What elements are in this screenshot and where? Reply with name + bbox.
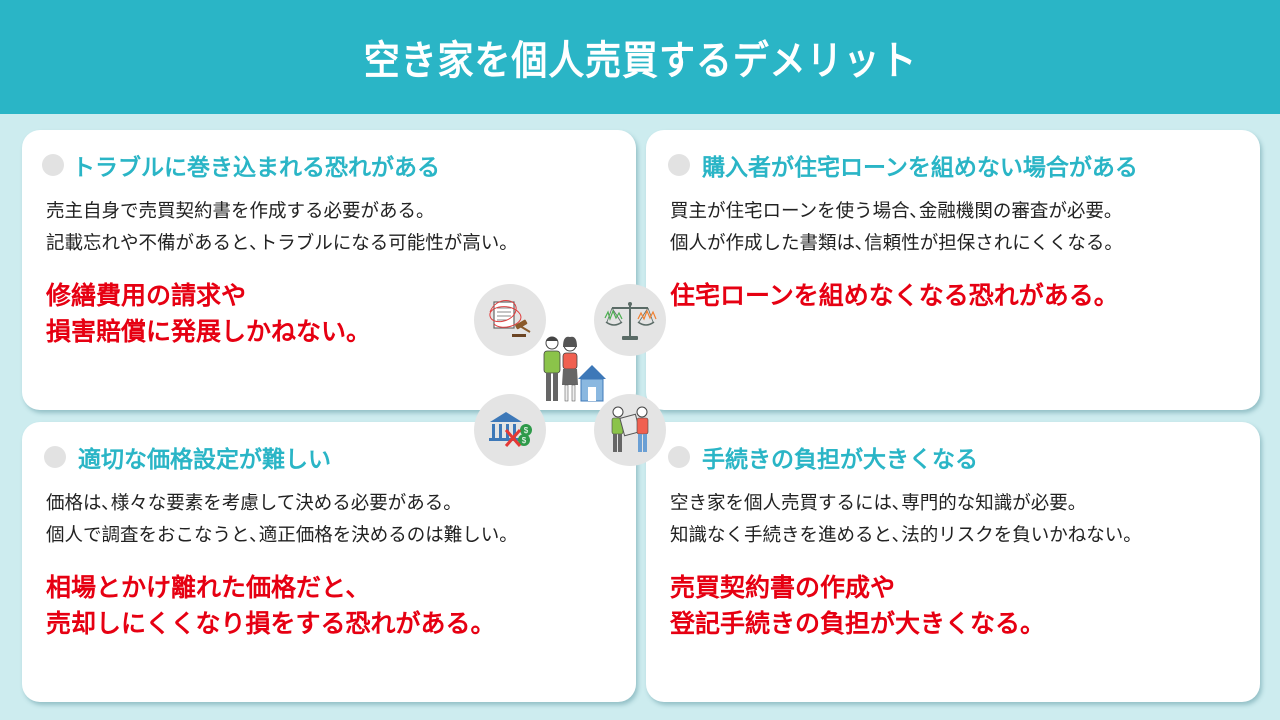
card-title: 適切な価格設定が難しい [44, 440, 331, 474]
card-highlight: 住宅ローンを組めなくなる恐れがある。 [670, 281, 1119, 310]
card-title: 手続きの負担が大きくなる [668, 440, 978, 474]
contract-and-gavel-icon [474, 284, 546, 356]
card-trouble-risk: トラブルに巻き込まれる恐れがある 売主自身で売買契約書を作成する必要がある。 記… [22, 130, 636, 410]
card-body: 空き家を個人売買するには､専門的な知識が必要。 知識なく手続きを進めると､法的リ… [670, 493, 1142, 546]
bullet-dot-icon [42, 154, 64, 176]
card-title: 購入者が住宅ローンを組めない場合がある [668, 148, 1138, 182]
people-passing-box-icon [594, 394, 666, 466]
card-highlight: 売買契約書の作成や 登記手続きの負担が大きくなる。 [670, 573, 1046, 638]
bullet-dot-icon [668, 446, 690, 468]
page-title: 空き家を個人売買するデメリット [363, 38, 917, 84]
card-title: トラブルに巻き込まれる恐れがある [42, 148, 440, 182]
card-highlight: 相場とかけ離れた価格だと､ 売却しにくくなり損をする恐れがある。 [46, 573, 496, 638]
card-loan-risk: 購入者が住宅ローンを組めない場合がある 買主が住宅ローンを使う場合､金融機関の審… [646, 130, 1260, 410]
bullet-dot-icon [668, 154, 690, 176]
bullet-dot-icon [44, 446, 66, 468]
balance-scale-icon [594, 284, 666, 356]
header-banner: 空き家を個人売買するデメリット [0, 0, 1280, 114]
card-body: 買主が住宅ローンを使う場合､金融機関の審査が必要。 個人が作成した書類は､信頼性… [670, 201, 1123, 254]
svg-text:$: $ [524, 426, 529, 435]
svg-text:$: $ [522, 436, 527, 445]
card-highlight: 修繕費用の請求や 損害賠償に発展しかねない。 [46, 281, 372, 346]
card-pricing-difficulty: 適切な価格設定が難しい 価格は､様々な要素を考慮して決める必要がある。 個人で調… [22, 422, 636, 702]
card-body: 価格は､様々な要素を考慮して決める必要がある。 個人で調査をおこなうと､適正価格… [46, 493, 518, 546]
card-body: 売主自身で売買契約書を作成する必要がある。 記載忘れや不備があると､トラブルにな… [46, 201, 518, 254]
couple-with-house-illustration [532, 333, 610, 407]
card-procedure-burden: 手続きの負担が大きくなる 空き家を個人売買するには､専門的な知識が必要。 知識な… [646, 422, 1260, 702]
bank-with-cross-and-coins-icon: $ $ [474, 394, 546, 466]
